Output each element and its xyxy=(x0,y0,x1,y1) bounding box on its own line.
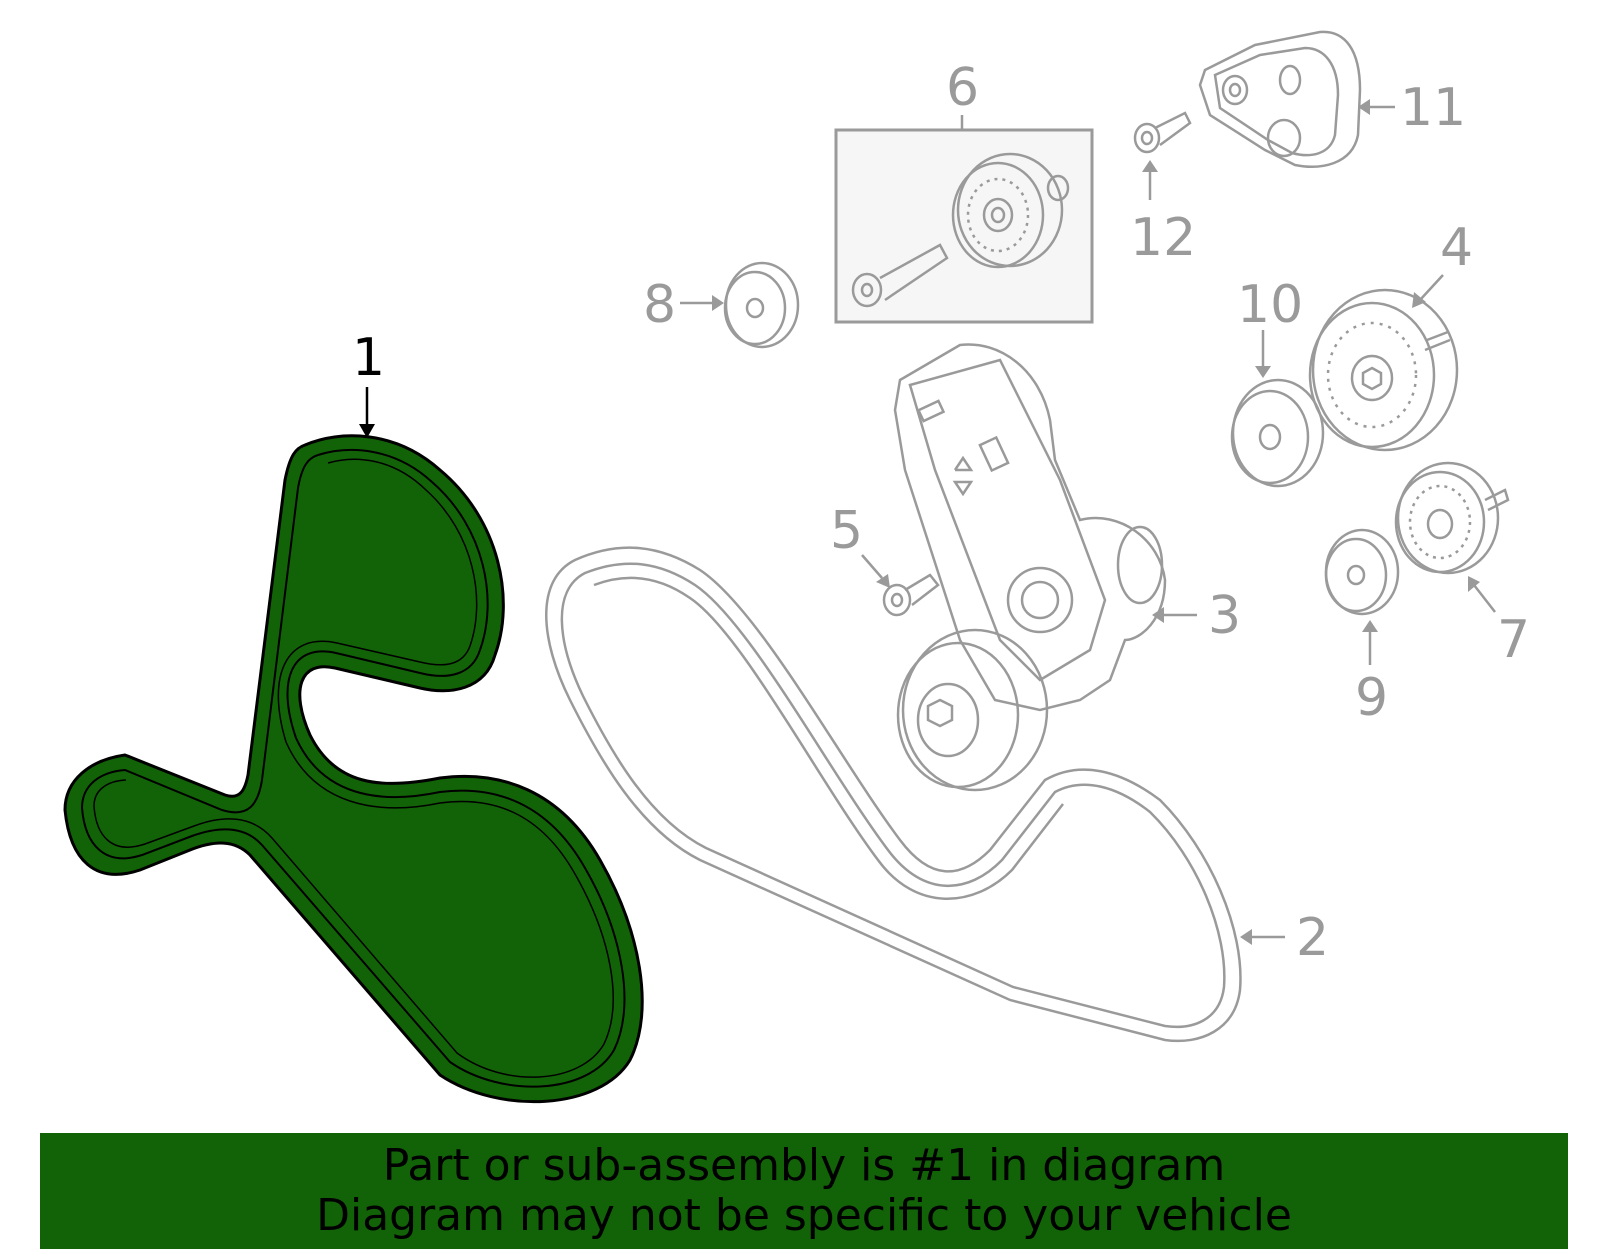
callout-3[interactable]: 3 xyxy=(1152,586,1241,646)
callout-8[interactable]: 8 xyxy=(643,275,724,335)
part-2-belt[interactable] xyxy=(545,546,1242,1043)
callout-1[interactable]: 1 xyxy=(352,328,385,438)
svg-text:9: 9 xyxy=(1355,668,1388,728)
banner-line-2: Diagram may not be specific to your vehi… xyxy=(316,1190,1292,1241)
svg-text:7: 7 xyxy=(1497,610,1530,670)
callout-10[interactable]: 10 xyxy=(1237,275,1303,378)
svg-text:12: 12 xyxy=(1130,208,1196,268)
svg-text:2: 2 xyxy=(1296,908,1329,968)
callout-9[interactable]: 9 xyxy=(1355,620,1388,728)
part-8-pulley[interactable] xyxy=(723,261,800,349)
part-1-belt-highlighted[interactable] xyxy=(63,434,644,1104)
part-12-bolt[interactable] xyxy=(1133,111,1192,154)
svg-text:5: 5 xyxy=(830,501,863,561)
part-info-banner: Part or sub-assembly is #1 in diagram Di… xyxy=(40,1133,1568,1249)
callout-6[interactable]: 6 xyxy=(946,58,979,130)
svg-text:1: 1 xyxy=(352,328,385,388)
callout-11[interactable]: 11 xyxy=(1358,78,1466,138)
part-3-tensioner[interactable] xyxy=(893,343,1167,792)
svg-text:3: 3 xyxy=(1208,586,1241,646)
svg-text:8: 8 xyxy=(643,275,676,335)
part-5-bolt[interactable] xyxy=(882,573,940,617)
svg-text:10: 10 xyxy=(1237,275,1303,335)
svg-text:4: 4 xyxy=(1440,218,1473,278)
callout-12[interactable]: 12 xyxy=(1130,160,1196,268)
part-9-pulley[interactable] xyxy=(1324,528,1400,616)
part-11-bracket[interactable] xyxy=(1198,30,1362,168)
part-6-idler-kit[interactable] xyxy=(834,128,1094,324)
callout-2[interactable]: 2 xyxy=(1240,908,1329,968)
callout-7[interactable]: 7 xyxy=(1468,576,1530,670)
banner-line-1: Part or sub-assembly is #1 in diagram xyxy=(382,1140,1226,1191)
callout-4[interactable]: 4 xyxy=(1412,218,1473,308)
callout-5[interactable]: 5 xyxy=(830,501,890,588)
part-7-pulley[interactable] xyxy=(1394,461,1510,575)
svg-text:6: 6 xyxy=(946,58,979,118)
svg-text:11: 11 xyxy=(1400,78,1466,138)
part-10-pulley[interactable] xyxy=(1230,378,1325,488)
part-4-pulley[interactable] xyxy=(1308,288,1459,452)
